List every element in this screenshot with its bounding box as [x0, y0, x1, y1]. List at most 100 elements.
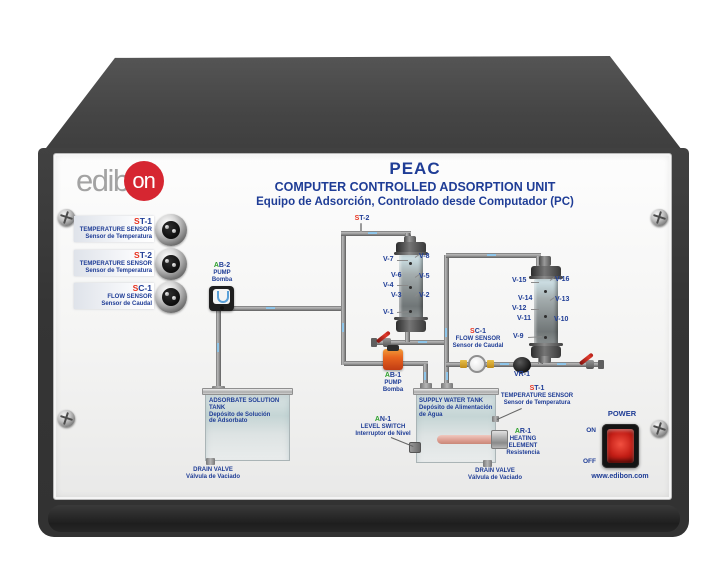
ar1-label: AR-1 HEATING ELEMENT Resistencia	[500, 428, 546, 456]
website: www.edibon.com	[591, 473, 649, 480]
sensor-name-es: Sensor de Temperatura	[85, 233, 152, 240]
valve-label-v5: V-5	[419, 273, 430, 280]
flow-marker	[446, 372, 448, 380]
code-accent: S	[470, 328, 475, 335]
cabinet-foot	[48, 505, 680, 532]
code-rest: T-2	[139, 250, 152, 260]
sensor-name-en: TEMPERATURE SENSOR	[79, 226, 152, 233]
ab1-pump	[383, 345, 403, 370]
sensor-name-en: TEMPERATURE SENSOR	[79, 260, 152, 267]
column-port	[544, 336, 547, 339]
st1-diagram-label: ST-1 TEMPERATURE SENSOR Sensor de Temper…	[498, 385, 576, 407]
code-accent: S	[134, 216, 140, 226]
tank2-inlet	[441, 383, 453, 389]
ab1-label: AB-1 PUMP Bomba	[374, 372, 412, 394]
tank2-line1: SUPPLY WATER TANK	[419, 398, 484, 404]
drain-valve-es: Válvula de Vaciado	[185, 473, 241, 480]
drain-valve-en: DRAIN VALVE	[193, 467, 233, 473]
an1-level-switch-icon	[409, 442, 421, 453]
pipe	[341, 233, 346, 365]
an1-label: AN-1 LEVEL SWITCH Interruptor de Nivel	[352, 416, 414, 438]
column1-flange	[394, 317, 428, 320]
column2-flange	[529, 343, 563, 346]
valve-body	[586, 360, 594, 369]
code-rest: B-1	[389, 372, 402, 379]
column-port	[544, 315, 547, 318]
drain-valve-es: Válvula de Vaciado	[467, 474, 523, 481]
valve-label-v16: V-16	[555, 276, 570, 283]
sensor-name-es: Sensor de Temperatura	[85, 267, 152, 274]
tank1-top-bar	[202, 388, 293, 395]
code-rest: R-1	[519, 428, 532, 435]
sensor-fitting	[487, 360, 494, 368]
code-rest: C-1	[474, 328, 486, 335]
tank1-line4: de Adsorbato	[209, 418, 248, 425]
drain-valve-en: DRAIN VALVE	[475, 468, 515, 474]
temp-sensor-es: Sensor de Temperatura	[503, 399, 571, 406]
valve-label-v11: V-11	[517, 315, 532, 322]
flow-marker	[487, 254, 496, 256]
title-spanish: Equipo de Adsorción, Controlado desde Co…	[256, 195, 574, 208]
power-on-label: ON	[586, 427, 596, 434]
column1-top-fitting	[404, 236, 416, 244]
ab2-label: AB-2 PUMP Bomba	[203, 262, 241, 284]
flow-marker	[217, 343, 219, 352]
valve-label-v6: V-6	[391, 272, 402, 279]
model-name: PEAC	[389, 159, 441, 178]
title-block: PEAC COMPUTER CONTROLLED ADSORPTION UNIT…	[250, 159, 580, 209]
flow-marker	[342, 323, 344, 332]
power-rocker-switch[interactable]	[607, 429, 634, 463]
front-panel	[53, 153, 672, 500]
st2-connector[interactable]	[155, 248, 187, 280]
power-label: POWER	[607, 409, 637, 418]
sc1-diagram-label: SC-1 FLOW SENSOR Sensor de Caudal	[448, 328, 508, 350]
column-port	[544, 290, 547, 293]
temp-sensor-en: TEMPERATURE SENSOR	[500, 392, 574, 399]
valve-label-v14: V-14	[518, 295, 533, 302]
flow-marker	[557, 363, 566, 365]
flow-sensor-es: Sensor de Caudal	[452, 342, 504, 349]
code-rest: T-2	[359, 215, 370, 222]
st1-connector[interactable]	[155, 214, 187, 246]
ab2-peristaltic-pump	[209, 286, 234, 311]
sensor-label-sc1: SC-1 FLOW SENSOR Sensor de Caudal	[74, 283, 154, 309]
column2-bottom-cap	[531, 346, 561, 358]
code-accent: S	[134, 250, 140, 260]
column1-flange	[394, 252, 428, 255]
sc1-connector[interactable]	[155, 281, 187, 313]
column1-bottom-cap	[396, 320, 426, 332]
screw	[58, 209, 75, 226]
tank2-top-bar	[413, 388, 499, 395]
cabinet-top-panel	[44, 55, 684, 152]
pump-es: Bomba	[211, 276, 233, 283]
pipe-end-cap	[371, 338, 377, 347]
tank1-drain-fitting	[206, 458, 215, 465]
valve-label-v12: V-12	[512, 305, 527, 312]
leader-line	[531, 282, 539, 283]
tank2-label: SUPPLY WATER TANK Depósito de Alimentaci…	[419, 398, 492, 418]
code-rest: C-1	[138, 283, 152, 293]
pipe	[444, 255, 449, 392]
heating-line1: HEATING	[509, 435, 537, 442]
code-accent: A	[213, 262, 219, 269]
valve-body	[383, 338, 391, 347]
column2-flange	[529, 276, 563, 279]
heating-line2: ELEMENT	[508, 442, 538, 449]
level-switch-es: Interruptor de Nivel	[355, 430, 411, 437]
st2-diagram-label: ST-2	[344, 215, 380, 223]
supply-water-tank	[416, 395, 496, 463]
sensor-label-st1: ST-1 TEMPERATURE SENSOR Sensor de Temper…	[74, 216, 154, 242]
tank2-line2: Depósito de Alimentación	[419, 404, 493, 411]
screw	[58, 410, 75, 427]
sensor-fitting	[460, 360, 467, 368]
code-rest: B-2	[218, 262, 231, 269]
flow-marker	[445, 328, 447, 337]
flow-marker	[424, 372, 426, 380]
code-rest: N-1	[379, 416, 392, 423]
heating-es: Resistencia	[506, 449, 540, 456]
sc1-flow-sensor-icon	[468, 355, 486, 373]
pipe-end-cap	[598, 360, 604, 369]
code-accent: A	[374, 416, 380, 423]
vr1-regulation-valve[interactable]	[513, 357, 531, 373]
